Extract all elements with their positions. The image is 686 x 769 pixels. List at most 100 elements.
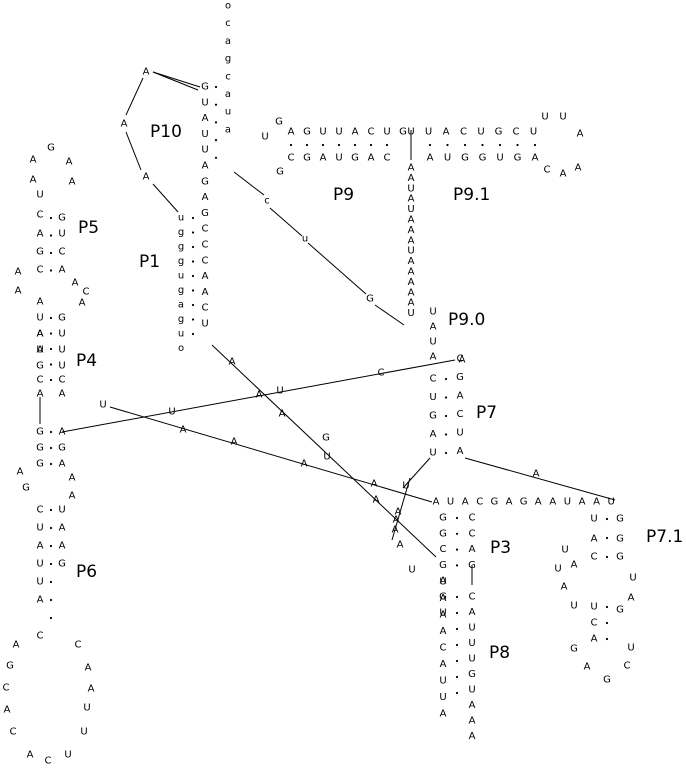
nucleotide-p7-1-hairpin: G <box>570 644 578 655</box>
nucleotide-p3-top-run: U <box>447 497 454 508</box>
pair-dot-p7-1a <box>605 536 609 540</box>
pair-dot-p9 <box>321 143 325 147</box>
nucleotide-poly-a: A <box>408 194 415 205</box>
nucleotide-p6-left: A <box>17 467 24 478</box>
nucleotide-crossing-links: A <box>392 525 399 536</box>
nucleotide-p9-0-linker: G <box>366 294 374 305</box>
label-p7: P7 <box>476 403 497 423</box>
nucleotide-p4-left: A <box>37 329 44 340</box>
nucleotide-poly-a: A <box>408 173 415 184</box>
nucleotide-p6-right: C <box>59 375 66 386</box>
pair-dot-p4 <box>49 332 53 335</box>
nucleotide-p9-bottom: G <box>303 153 311 164</box>
pair-dot-p6b <box>49 562 53 566</box>
p9-linker-c <box>307 242 367 295</box>
nucleotide-p6-loop: U <box>80 727 87 738</box>
label-p3: P3 <box>490 538 511 558</box>
nucleotide-p6-right: G <box>58 559 66 570</box>
nucleotide-p1-right: g <box>178 227 184 238</box>
nucleotide-p8-right: U <box>468 654 475 665</box>
nucleotide-p3-top-run: U <box>608 497 615 508</box>
nucleotide-crossing-links: A <box>256 390 263 401</box>
nucleotide-p1-right: g <box>178 256 184 267</box>
pair-dot-p1 <box>191 260 195 263</box>
nucleotide-p8-left: A <box>440 593 447 604</box>
nucleotide-j-p7-p3: U <box>402 481 409 492</box>
nucleotide-p10-left-loop: A <box>121 119 128 130</box>
nucleotide-p9-bottom: G <box>351 153 359 164</box>
pair-dot-p8 <box>455 595 459 599</box>
pair-dot-p8 <box>455 627 459 631</box>
nucleotide-p6-left: A <box>37 541 44 552</box>
nucleotide-p9-top: A <box>352 127 359 138</box>
nucleotide-p6-loop: A <box>13 640 20 651</box>
nucleotide-p9-bottom: A <box>320 153 327 164</box>
nucleotide-p9-1-top: U <box>530 127 537 138</box>
p7-to-p71-line <box>464 457 616 501</box>
pair-dot-p3 <box>455 532 459 535</box>
nucleotide-p3-left: G <box>439 513 447 524</box>
nucleotide-crossing-links: C <box>378 368 385 379</box>
nucleotide-p7-left: C <box>430 374 437 385</box>
nucleotide-p7-left: U <box>429 392 436 403</box>
nucleotide-p6-loop: C <box>3 683 10 694</box>
nucleotide-p1-right: a <box>178 300 184 311</box>
nucleotide-p7-right: G <box>456 372 464 383</box>
nucleotide-p6-left: G <box>36 459 44 470</box>
p10-link-b <box>125 77 144 116</box>
nucleotide-p3-left: G <box>439 528 447 539</box>
nucleotide-p8-right: A <box>469 700 476 711</box>
nucleotide-p1-right: g <box>178 285 184 296</box>
nucleotide-p7-1-hairpin: U <box>570 601 577 612</box>
nucleotide-p9-1-bottom: G <box>461 153 469 164</box>
nucleotide-crossing-links: A <box>533 469 540 480</box>
pair-dot-p1 <box>191 318 195 321</box>
nucleotide-p9-1-cap: U <box>559 112 566 123</box>
nucleotide-p8-right: U <box>468 623 475 634</box>
nucleotide-p6-loop: A <box>27 750 34 761</box>
pair-dot-p8 <box>455 675 459 679</box>
nucleotide-p7-1-hairpin: A <box>591 534 598 545</box>
pair-dot-p5 <box>49 216 53 220</box>
nucleotide-p5-loop: G <box>47 143 55 154</box>
nucleotide-p5-left: A <box>37 345 44 356</box>
nucleotide-p6-right: U <box>58 505 65 516</box>
nucleotide-p6-right: G <box>58 443 66 454</box>
nucleotide-p6-left: U <box>36 577 43 588</box>
nucleotide-p6-right: A <box>59 459 66 470</box>
pair-dot-p10 <box>214 156 218 159</box>
nucleotide-p5-right: A <box>59 265 66 276</box>
nucleotide-p7-right: U <box>456 428 463 439</box>
nucleotide-p1-right: u <box>178 329 184 340</box>
nucleotide-p8-left: A <box>440 610 447 621</box>
pair-dot-p8 <box>455 643 459 647</box>
pair-dot-p7-1a <box>605 517 609 521</box>
nucleotide-p6-loop: C <box>10 727 17 738</box>
nucleotide-p9-bottom: A <box>368 153 375 164</box>
nucleotide-p7-right: C <box>457 354 464 365</box>
nucleotide-p9-0-linker: u <box>302 234 308 245</box>
nucleotide-p4-left: G <box>36 361 44 372</box>
nucleotide-poly-a: A <box>408 298 415 309</box>
nucleotide-p7-1-hairpin: U <box>561 545 568 556</box>
nucleotide-p4-right: A <box>15 286 22 297</box>
nucleotide-p6-right: A <box>69 491 76 502</box>
nucleotide-p4-right: G <box>58 313 66 324</box>
nucleotide-p7-1-hairpin: A <box>571 560 578 571</box>
nucleotide-p6-loop: A <box>88 684 95 695</box>
nucleotide-p3-top-run: G <box>491 497 499 508</box>
nucleotide-p6-right: A <box>59 523 66 534</box>
nucleotide-p3-top-run: A <box>549 497 556 508</box>
nucleotide-p1-left: A <box>202 287 209 298</box>
nucleotide-p5-loop: A <box>30 155 37 166</box>
nucleotide-p9-1-cap: A <box>577 129 584 140</box>
nucleotide-p6-loop: U <box>64 750 71 761</box>
nucleotide-p8-left: C <box>440 643 447 654</box>
pair-dot-p5 <box>49 269 53 272</box>
nucleotide-five-prime-tail: u <box>225 107 231 118</box>
nucleotide-p9-0-linker: c <box>264 196 270 207</box>
nucleotide-crossing-links: U <box>276 386 283 397</box>
nucleotide-p9-1-cap: U <box>541 112 548 123</box>
nucleotide-p7-left: U <box>429 448 436 459</box>
